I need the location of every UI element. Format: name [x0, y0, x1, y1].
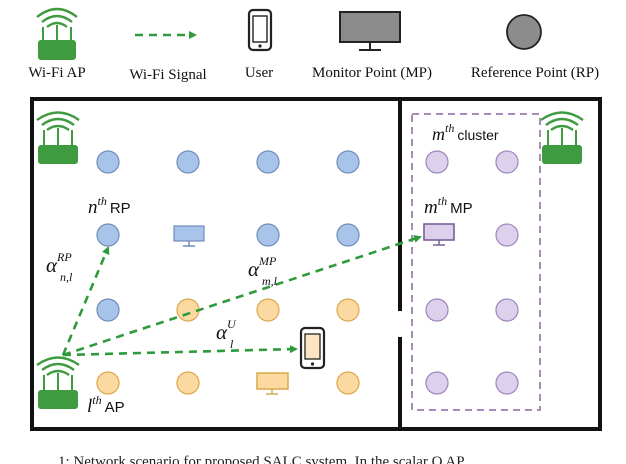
- lth-ap-icon: [36, 356, 80, 409]
- rp-circle: [96, 298, 120, 322]
- legend-rp-label: Reference Point (RP): [471, 65, 599, 81]
- alpha-user-subscript: l: [230, 337, 234, 351]
- alpha-rp-subscript: n,l: [60, 270, 73, 284]
- reference-points: [96, 150, 519, 395]
- monitor-legend-icon: [339, 11, 401, 51]
- signal-arrow-to-rp: [61, 246, 110, 356]
- rp-circle: [495, 371, 519, 395]
- legend-mp-label: Monitor Point (MP): [312, 65, 432, 81]
- rp-circle: [96, 371, 120, 395]
- user-phone-icon: [299, 326, 326, 370]
- wifi-ap-icon: [36, 111, 80, 164]
- rp-circle: [336, 298, 360, 322]
- rp-circle: [425, 150, 449, 174]
- legend-signal-label: Wi-Fi Signal: [129, 67, 206, 83]
- rp-circle: [336, 223, 360, 247]
- mth-monitor-point: [423, 223, 455, 246]
- signal-arrows: [61, 235, 422, 357]
- rp-circle: [495, 150, 519, 174]
- rp-circle: [96, 150, 120, 174]
- legend-user-label: User: [245, 65, 273, 81]
- rp-circle: [256, 150, 280, 174]
- rp-circle: [495, 298, 519, 322]
- signal-arrow-to-user: [62, 345, 298, 357]
- monitor-point-orange: [256, 372, 289, 395]
- user-legend-icon: [247, 8, 273, 52]
- rp-circle: [495, 223, 519, 247]
- rp-circle: [425, 371, 449, 395]
- alpha-rp-label: αRP: [46, 250, 72, 277]
- alpha-mp-label: αMP: [248, 254, 277, 281]
- nth-rp-circle: [96, 223, 120, 247]
- legend-ap-label: Wi-Fi AP: [28, 65, 85, 81]
- alpha-user-label: αU: [216, 317, 237, 344]
- rp-circle: [336, 371, 360, 395]
- room-outline: [30, 97, 602, 431]
- wifi-ap-legend-icon: [36, 7, 78, 60]
- wifi-ap-icon: [540, 111, 584, 164]
- mth-cluster-region: [411, 113, 541, 411]
- alpha-mp-subscript: m,l: [262, 274, 278, 288]
- rp-circle: [425, 298, 449, 322]
- signal-arrow-to-mp: [62, 235, 422, 357]
- rp-circle: [176, 150, 200, 174]
- rp-circle: [256, 298, 280, 322]
- legend: Wi-Fi AP Wi-Fi Signal User Monitor Point…: [28, 7, 599, 83]
- rp-circle: [336, 150, 360, 174]
- rp-legend-icon: [506, 14, 542, 50]
- figure-caption: 1: Network scenario for proposed SALC sy…: [58, 454, 465, 464]
- rp-circle: [256, 223, 280, 247]
- monitor-point-blue: [173, 225, 205, 247]
- rp-circle: [176, 371, 200, 395]
